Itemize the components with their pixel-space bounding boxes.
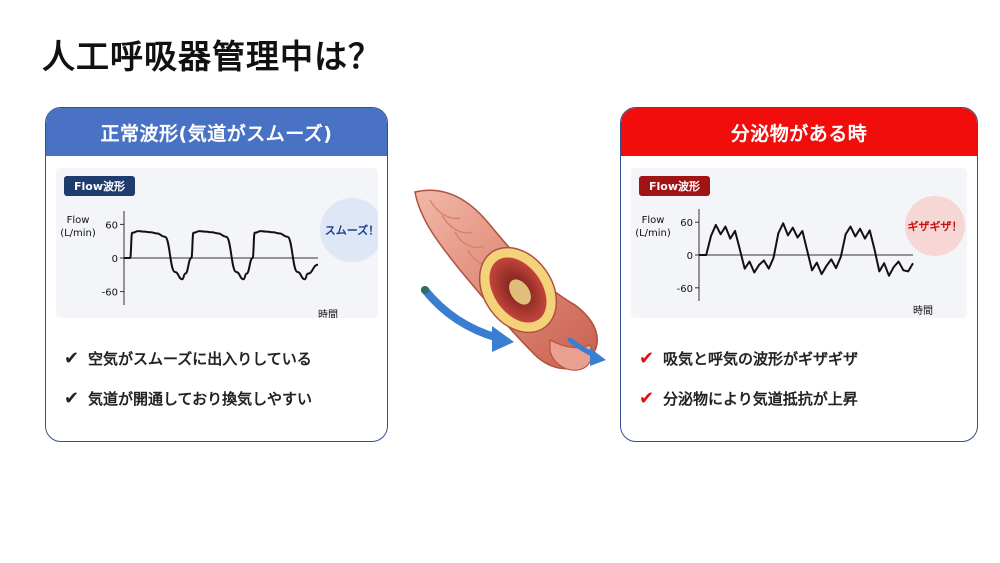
secretion-chart-tag: Flow波形 xyxy=(639,176,711,196)
y-tick-label: 0 xyxy=(687,251,693,262)
secretion-flow-chart: ギザギザ！ Flow (L/min) 60 0 -60 時間 xyxy=(635,196,965,317)
chart-badge-label: ギザギザ！ xyxy=(908,219,963,233)
flow-waveform-line xyxy=(124,230,319,281)
y-axis-label: (L/min) xyxy=(635,228,671,239)
y-tick-label: 60 xyxy=(105,220,118,231)
list-item: ✔ 気道が開通しており換気しやすい xyxy=(64,386,312,410)
chart-badge-circle xyxy=(320,198,378,262)
secretion-card-header: 分泌物がある時 xyxy=(621,108,977,156)
secretion-chart-area: ギザギザ！ Flow (L/min) 60 0 -60 時間 Flow波形 xyxy=(631,168,967,318)
airway-secretion xyxy=(509,279,531,305)
chart-badge-circle xyxy=(905,196,965,256)
check-icon: ✔ xyxy=(639,387,655,409)
y-tick-label: -60 xyxy=(102,288,118,299)
bullet-text: 分泌物により気道抵抗が上昇 xyxy=(663,389,858,408)
normal-bullet-list: ✔ 空気がスムーズに出入りしている ✔ 気道が開通しており換気しやすい xyxy=(64,346,312,426)
airflow-arrow-icon xyxy=(421,286,514,352)
normal-card-header: 正常波形(気道がスムーズ) xyxy=(46,108,387,156)
chart-badge-label: スムーズ！ xyxy=(325,223,378,237)
y-axis-label: Flow xyxy=(642,215,665,226)
normal-chart-tag: Flow波形 xyxy=(64,176,136,196)
bullet-text: 気道が開通しており換気しやすい xyxy=(88,389,312,408)
y-tick-label: 0 xyxy=(112,254,118,265)
bullet-text: 吸気と呼気の波形がギザギザ xyxy=(663,349,859,368)
bullet-text: 空気がスムーズに出入りしている xyxy=(88,349,312,368)
check-icon: ✔ xyxy=(64,347,80,369)
x-axis-label: 時間 xyxy=(913,305,933,317)
y-axis-label: (L/min) xyxy=(60,228,96,239)
check-icon: ✔ xyxy=(64,387,80,409)
check-icon: ✔ xyxy=(639,347,655,369)
airway-illustration xyxy=(414,189,606,371)
y-axis-label: Flow xyxy=(67,215,90,226)
y-tick-label: 60 xyxy=(680,218,693,229)
list-item: ✔ 吸気と呼気の波形がギザギザ xyxy=(639,346,858,370)
flow-waveform-line xyxy=(699,222,914,277)
secretion-bullet-list: ✔ 吸気と呼気の波形がギザギザ ✔ 分泌物により気道抵抗が上昇 xyxy=(639,346,858,426)
normal-chart-area: スムーズ！ Flow (L/min) 60 0 -60 時間 Flow波形 xyxy=(56,168,378,318)
airflow-arrow-icon xyxy=(567,337,606,366)
y-tick-label: -60 xyxy=(677,284,693,295)
normal-waveform-card: 正常波形(気道がスムーズ) スムーズ！ Flow (L/min) 60 0 -60 時間 F… xyxy=(45,107,388,442)
list-item: ✔ 分泌物により気道抵抗が上昇 xyxy=(639,386,858,410)
x-axis-label: 時間 xyxy=(318,309,338,318)
page-title: 人工呼吸器管理中は？ xyxy=(42,37,382,76)
list-item: ✔ 空気がスムーズに出入りしている xyxy=(64,346,312,370)
normal-flow-chart: スムーズ！ Flow (L/min) 60 0 -60 時間 xyxy=(60,198,378,318)
